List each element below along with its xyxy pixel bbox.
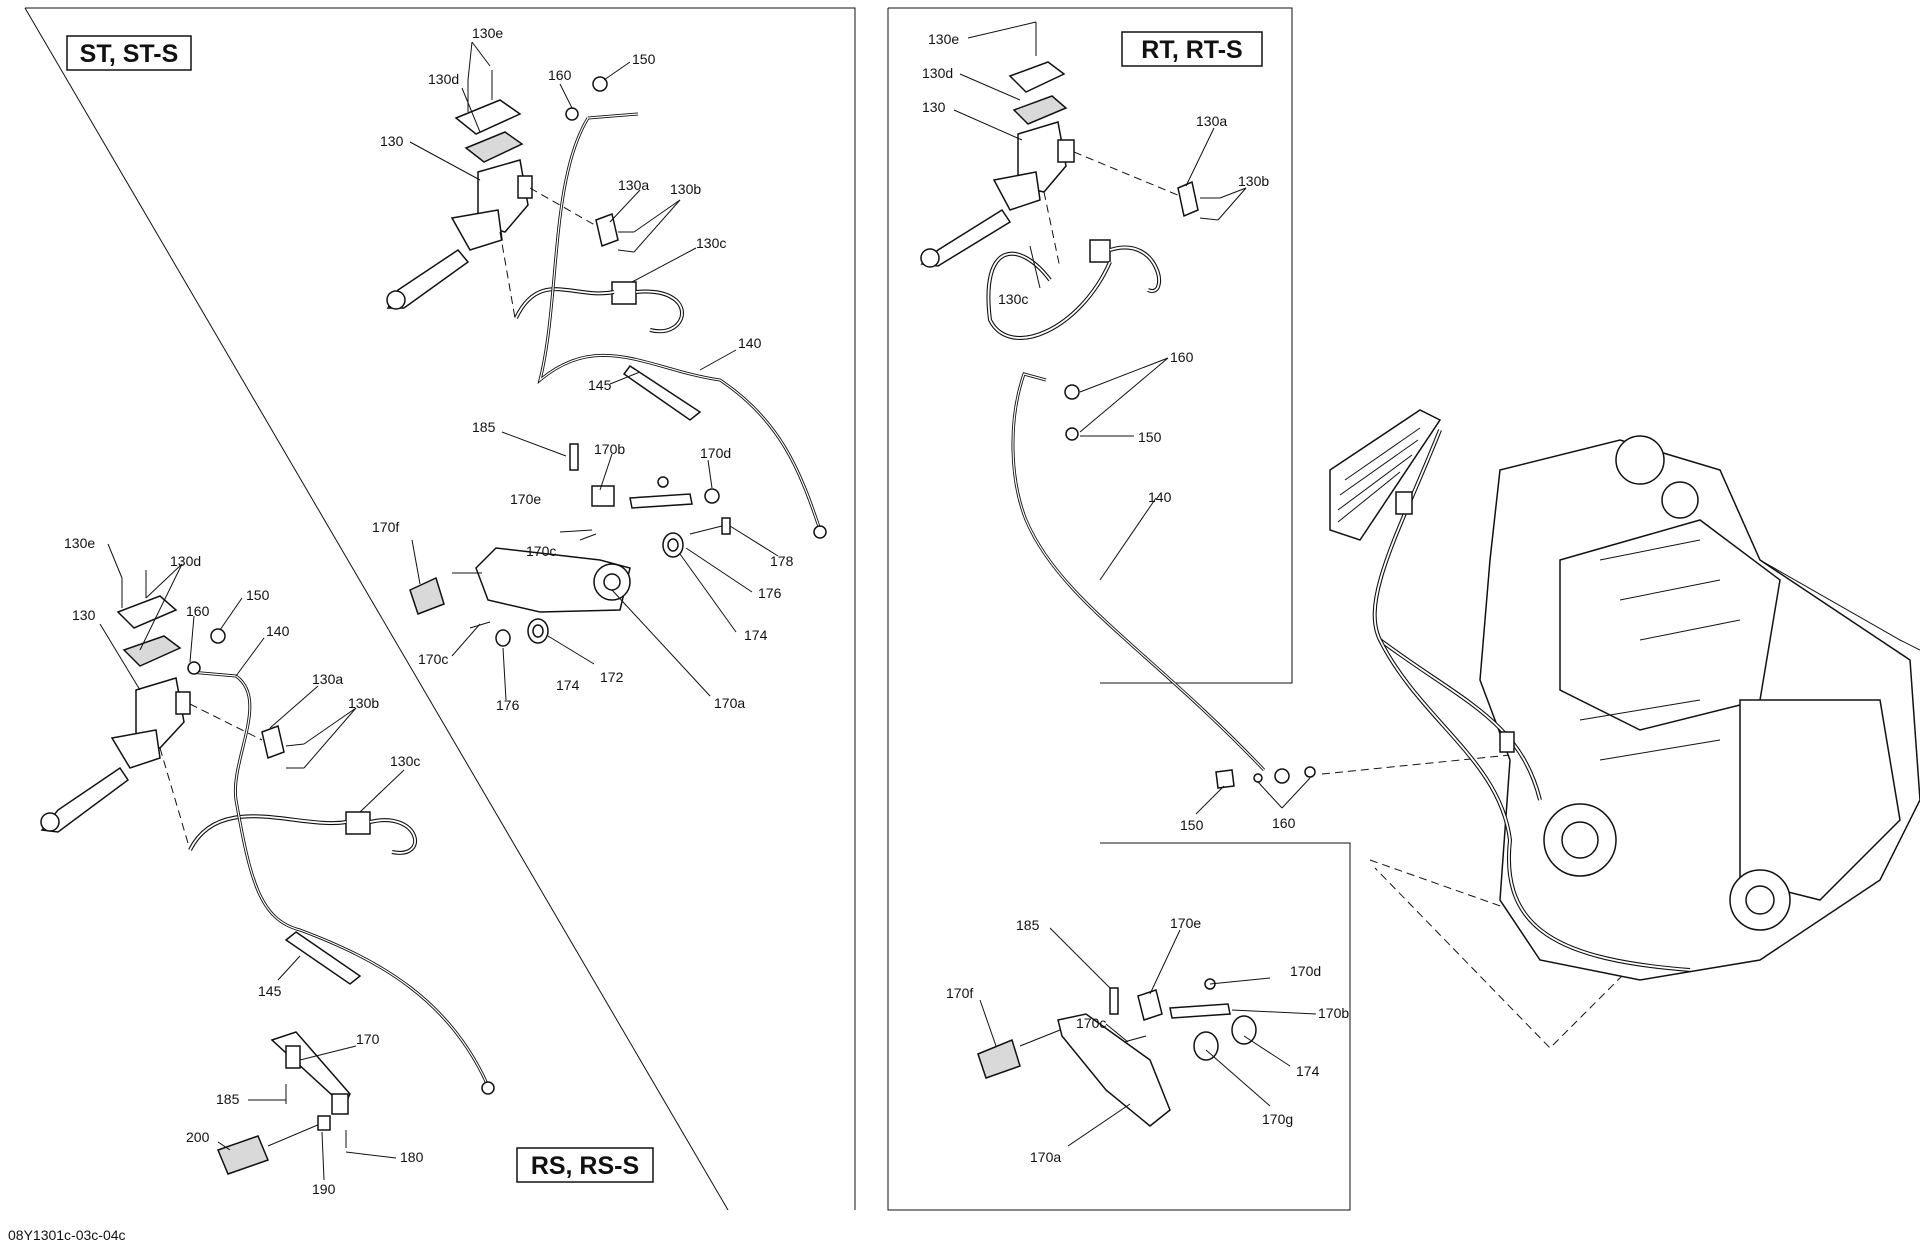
callout-170c: 170c — [418, 651, 448, 667]
callout-170d: 170d — [700, 445, 731, 461]
callout-130c: 130c — [390, 753, 420, 769]
callout-174: 174 — [744, 627, 768, 643]
callout-130e: 130e — [64, 535, 95, 551]
callout-174: 174 — [556, 677, 580, 693]
rt-dashed-connection — [1369, 859, 1672, 1049]
callout-176: 176 — [496, 697, 520, 713]
rs-brake-hose — [187, 628, 495, 1095]
callouts-rs: 130e 130d 130 160 150 140 130a 130b 130c… — [64, 535, 424, 1197]
callout-150: 150 — [1138, 429, 1162, 445]
svg-text:RS, RS-S: RS, RS-S — [531, 1152, 639, 1180]
callout-140: 140 — [1148, 489, 1172, 505]
callout-160: 160 — [186, 603, 210, 619]
callout-160: 160 — [1272, 815, 1296, 831]
callout-185: 185 — [216, 1091, 240, 1107]
callout-170a: 170a — [1030, 1149, 1061, 1165]
st-brake-pedal-assembly — [409, 443, 731, 647]
st-brake-hose — [537, 76, 827, 539]
st-clamp-and-screws — [595, 212, 635, 253]
callout-145: 145 — [588, 377, 612, 393]
rt-brake-hose — [1011, 372, 1521, 789]
callout-200: 200 — [186, 1129, 210, 1145]
callout-160: 160 — [548, 67, 572, 83]
callout-174: 174 — [1296, 1063, 1320, 1079]
callouts-rt: 130e 130d 130 130a 130b 130c 160 150 140… — [922, 31, 1349, 1165]
callout-170e: 170e — [510, 491, 541, 507]
callout-130b: 130b — [1238, 173, 1269, 189]
callout-170c: 170c — [526, 543, 556, 559]
rt-master-cylinder-assembly — [920, 22, 1181, 269]
callout-170: 170 — [356, 1031, 380, 1047]
rs-brake-switch — [188, 811, 418, 855]
callout-180: 180 — [400, 1149, 424, 1165]
variant-label-rt: RT, RT-S — [1121, 31, 1263, 67]
callout-170g: 170g — [1262, 1111, 1293, 1127]
svg-text:ST, ST-S: ST, ST-S — [80, 40, 179, 68]
rt-clamp-and-screws — [1177, 180, 1220, 221]
rs-master-cylinder-assembly — [40, 570, 263, 851]
st-master-cylinder-assembly — [386, 70, 601, 319]
st-brake-switch — [514, 281, 684, 334]
callout-130e: 130e — [928, 31, 959, 47]
rs-clamp-and-screws — [261, 724, 305, 769]
callout-170e: 170e — [1170, 915, 1201, 931]
callout-185: 185 — [472, 419, 496, 435]
callout-130d: 130d — [922, 65, 953, 81]
document-id: 08Y1301c-03c-04c — [8, 1227, 126, 1243]
callout-170a: 170a — [714, 695, 745, 711]
callout-178: 178 — [770, 553, 794, 569]
callout-190: 190 — [312, 1181, 336, 1197]
callout-170b: 170b — [1318, 1005, 1349, 1021]
callout-150: 150 — [1180, 817, 1204, 833]
callout-130c: 130c — [998, 291, 1028, 307]
callout-150: 150 — [246, 587, 270, 603]
callout-130a: 130a — [1196, 113, 1227, 129]
callout-170c: 170c — [1076, 1015, 1106, 1031]
callout-170f: 170f — [372, 519, 399, 535]
callout-130a: 130a — [618, 177, 649, 193]
panel-frames — [24, 7, 1351, 1211]
leader-lines — [99, 21, 1317, 1181]
variant-label-rs: RS, RS-S — [516, 1147, 654, 1183]
callout-160: 160 — [1170, 349, 1194, 365]
callout-130b: 130b — [670, 181, 701, 197]
callout-130: 130 — [72, 607, 96, 623]
callout-176: 176 — [758, 585, 782, 601]
callout-170d: 170d — [1290, 963, 1321, 979]
callout-130: 130 — [380, 133, 404, 149]
engine-assembly — [1329, 409, 1920, 981]
svg-text:RT, RT-S: RT, RT-S — [1141, 36, 1242, 64]
variant-label-st: ST, ST-S — [66, 35, 192, 71]
callout-130a: 130a — [312, 671, 343, 687]
callout-185: 185 — [1016, 917, 1040, 933]
callout-130b: 130b — [348, 695, 379, 711]
callout-150: 150 — [632, 51, 656, 67]
callout-130c: 130c — [696, 235, 726, 251]
callout-130d: 130d — [428, 71, 459, 87]
callout-130d: 130d — [170, 553, 201, 569]
callout-170f: 170f — [946, 985, 973, 1001]
callout-170b: 170b — [594, 441, 625, 457]
rt-brake-switch — [986, 239, 1162, 340]
callout-145: 145 — [258, 983, 282, 999]
callouts-st: 130e 130d 160 150 130 130a 130b 130c 140… — [372, 25, 794, 713]
callout-140: 140 — [738, 335, 762, 351]
rs-brake-pedal-assembly — [217, 1031, 351, 1175]
callout-130: 130 — [922, 99, 946, 115]
callout-140: 140 — [266, 623, 290, 639]
rt-brake-pedal-assembly — [977, 978, 1257, 1127]
callout-130e: 130e — [472, 25, 503, 41]
callout-172: 172 — [600, 669, 624, 685]
